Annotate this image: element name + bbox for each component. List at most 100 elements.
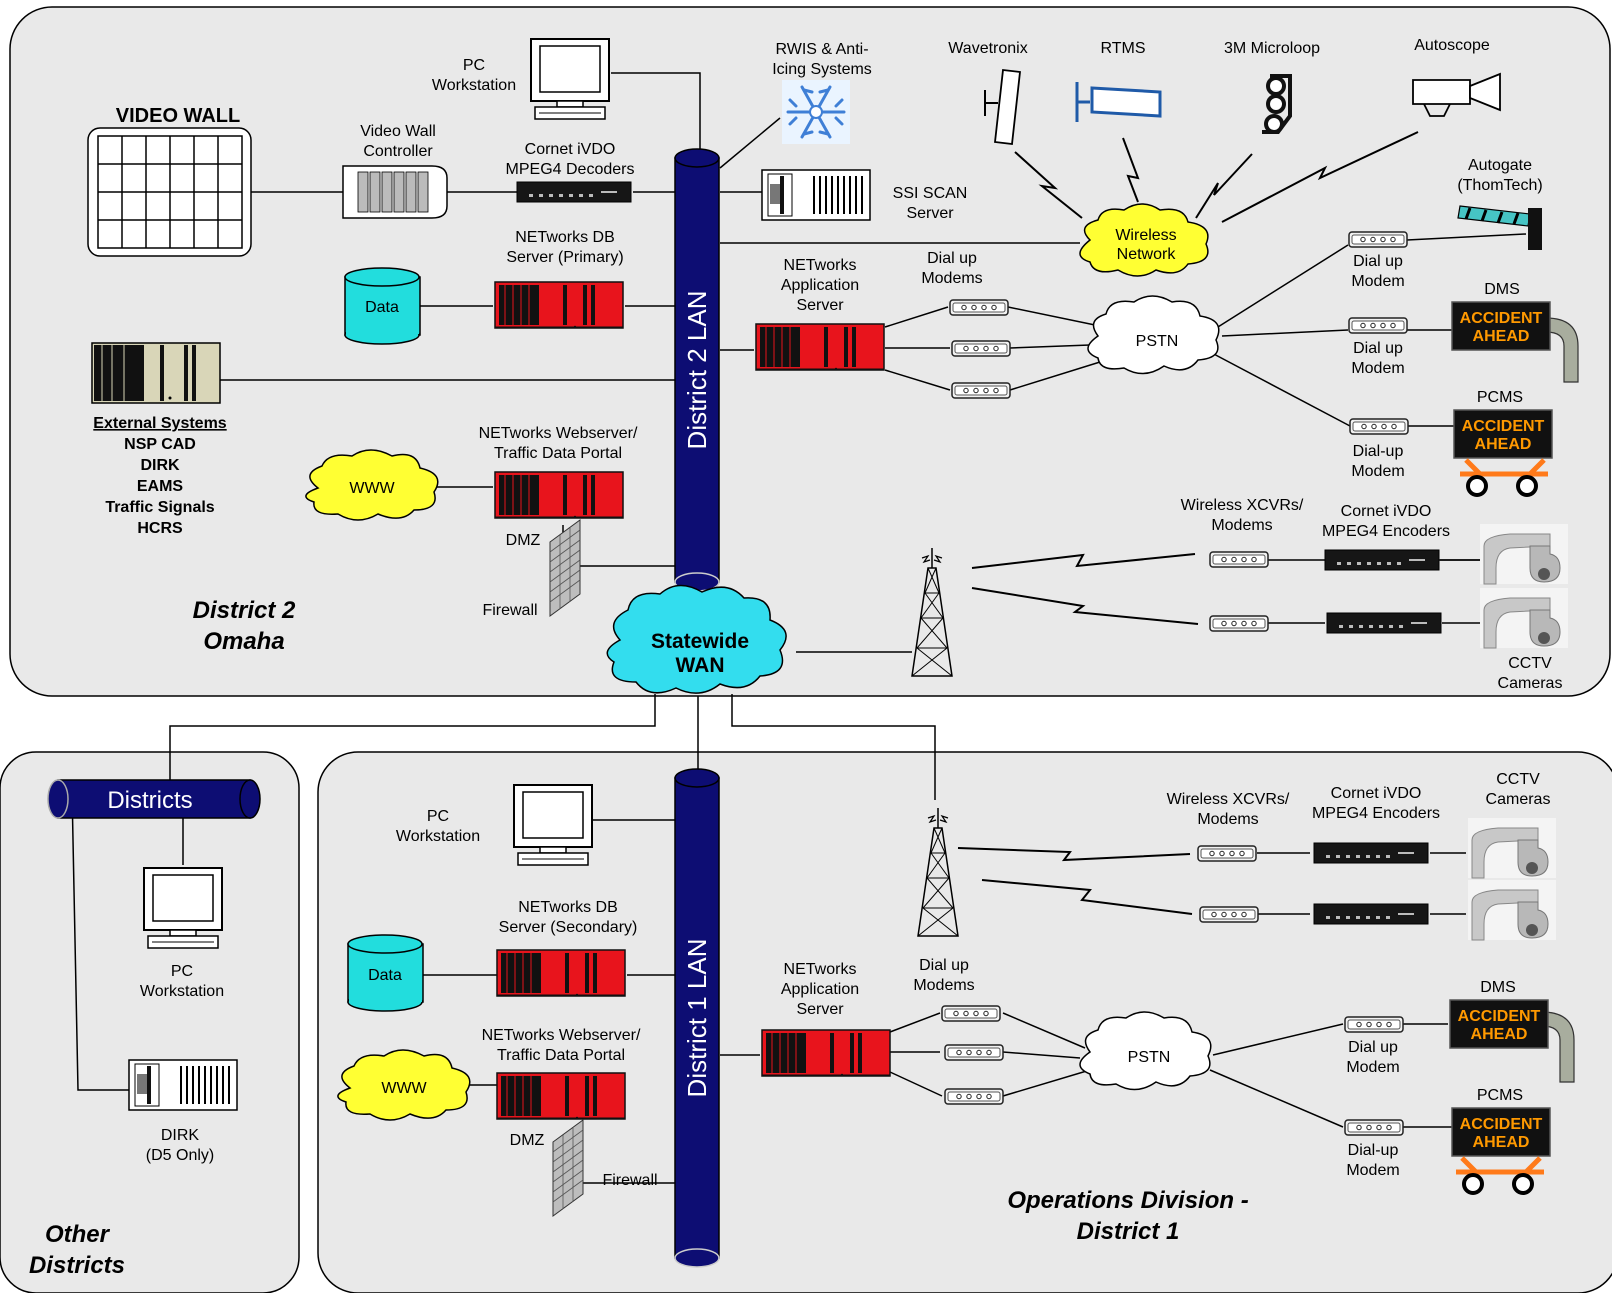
mpeg4-encoder bbox=[1313, 842, 1429, 864]
video-wall-label: VIDEO WALL bbox=[116, 105, 240, 127]
districts-lan: Districts bbox=[47, 779, 261, 819]
firewall-label: Firewall bbox=[482, 602, 537, 619]
pcms-label: PCMS bbox=[1477, 1087, 1523, 1104]
external-systems-title: External Systems bbox=[93, 415, 227, 432]
webserver-label: NETworks Webserver/Traffic Data Portal bbox=[479, 425, 638, 462]
pc-workstation bbox=[143, 867, 223, 949]
cctv-camera bbox=[1467, 879, 1557, 941]
mpeg4-encoder bbox=[1313, 903, 1429, 925]
dial-up-modem bbox=[951, 340, 1011, 357]
www-cloud-d2: WWW bbox=[305, 449, 439, 521]
db-server-primary bbox=[494, 281, 624, 329]
district-1-lan: District 1 LAN bbox=[674, 768, 720, 1268]
dial-up-modem bbox=[944, 1044, 1004, 1061]
data-label: Data bbox=[365, 299, 399, 316]
cctv-camera bbox=[1479, 587, 1569, 649]
wireless-transceiver bbox=[1209, 551, 1269, 568]
www-label: WWW bbox=[349, 480, 395, 497]
dial-up-modem bbox=[949, 299, 1009, 316]
dial-up-modem bbox=[1348, 231, 1408, 248]
connection-lines bbox=[71, 72, 1527, 1184]
ssi-scan-server bbox=[761, 169, 871, 221]
pstn-cloud-d1: PSTN bbox=[1079, 1011, 1212, 1091]
www-cloud-d1: WWW bbox=[337, 1049, 471, 1121]
wireless-transceiver bbox=[1209, 615, 1269, 632]
dial-up-modem bbox=[1344, 1016, 1404, 1033]
other-districts-region bbox=[0, 751, 300, 1293]
dial-up-modem bbox=[1348, 317, 1408, 334]
autogate bbox=[1457, 205, 1542, 250]
data-store bbox=[344, 267, 421, 345]
cctv-camera bbox=[1467, 817, 1557, 879]
mpeg4-encoder bbox=[1326, 612, 1442, 634]
dial-up-modem bbox=[951, 382, 1011, 399]
webserver bbox=[496, 1072, 626, 1120]
data-store bbox=[347, 934, 424, 1012]
wireless-transceiver bbox=[1197, 845, 1257, 862]
application-server bbox=[761, 1029, 891, 1077]
rtms-label: RTMS bbox=[1100, 40, 1145, 57]
autogate-label: Autogate(ThomTech) bbox=[1457, 157, 1542, 194]
dms-label: DMS bbox=[1480, 979, 1516, 996]
pstn-label: PSTN bbox=[1128, 1049, 1171, 1066]
cctv-camera bbox=[1479, 523, 1569, 585]
rwis-label: RWIS & Anti-Icing Systems bbox=[772, 41, 872, 78]
dmz-label: DMZ bbox=[506, 532, 541, 549]
dial-up-modem bbox=[944, 1088, 1004, 1105]
autoscope-label: Autoscope bbox=[1414, 37, 1490, 54]
dirk-server bbox=[128, 1059, 238, 1111]
district-1-lan-label: District 1 LAN bbox=[682, 939, 712, 1098]
webserver-label: NETworks Webserver/Traffic Data Portal bbox=[482, 1027, 641, 1064]
dmz-label: DMZ bbox=[510, 1132, 545, 1149]
dirk-label: DIRK(D5 Only) bbox=[146, 1127, 214, 1164]
pc-workstation bbox=[530, 38, 610, 120]
firewall-label: Firewall bbox=[602, 1172, 657, 1189]
wavetronix-label: Wavetronix bbox=[948, 40, 1027, 57]
district-2-lan-label: District 2 LAN bbox=[682, 291, 712, 450]
district-1-region bbox=[317, 751, 1612, 1293]
mpeg4-encoder bbox=[1324, 549, 1440, 571]
microloop-label: 3M Microloop bbox=[1224, 40, 1320, 57]
wireless-xcvrs-label: Wireless XCVRs/Modems bbox=[1181, 497, 1304, 534]
application-server bbox=[755, 323, 885, 371]
pstn-label: PSTN bbox=[1136, 333, 1179, 350]
dial-up-modem bbox=[941, 1005, 1001, 1022]
mpeg4-decoder bbox=[516, 181, 632, 203]
external-systems-server bbox=[91, 342, 221, 404]
snowflake-icon bbox=[782, 80, 850, 144]
webserver bbox=[494, 471, 624, 519]
dms-label: DMS bbox=[1484, 281, 1520, 298]
